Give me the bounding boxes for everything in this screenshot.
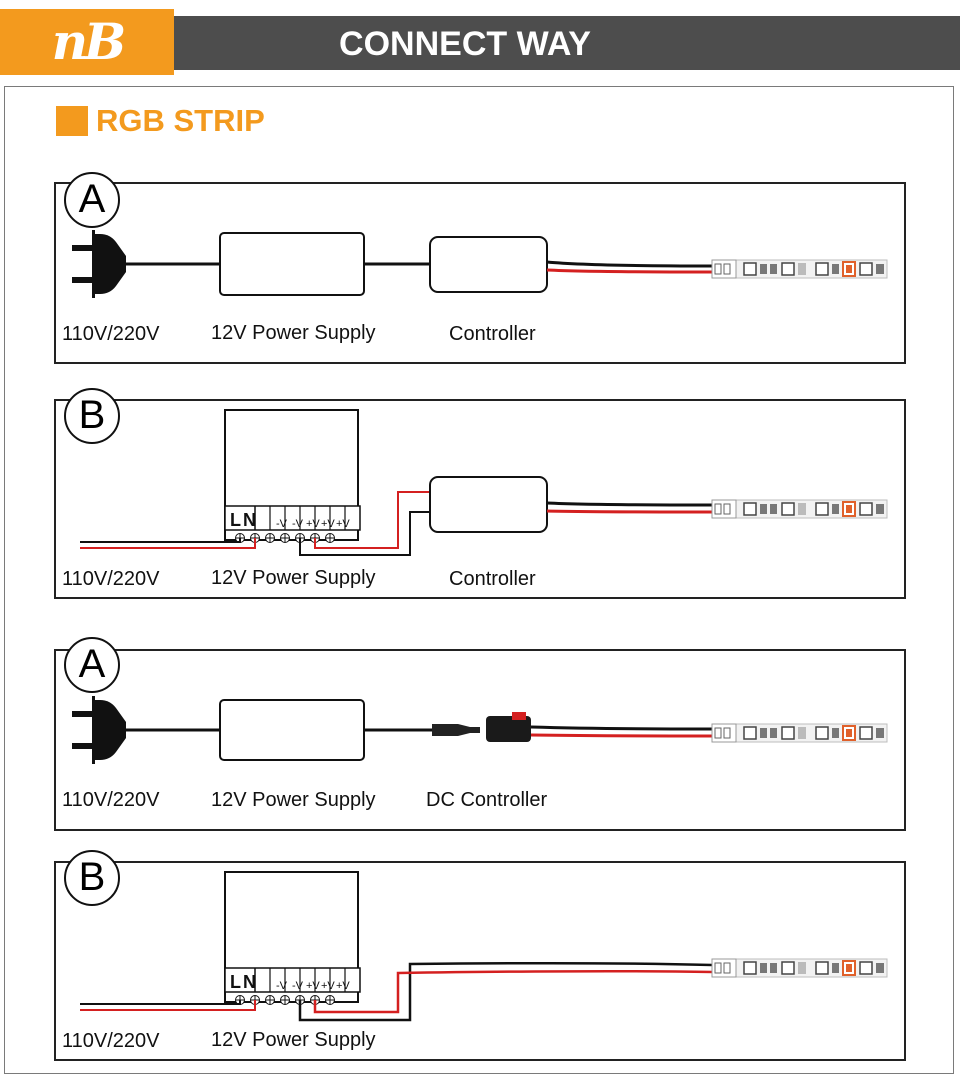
diagram-letter: B (78, 855, 106, 899)
psu-label: 12V Power Supply (211, 1029, 376, 1051)
red-wire (546, 509, 713, 514)
terminal-pos: +V (336, 980, 350, 992)
psu-pos-wire (314, 491, 430, 549)
terminal-neg: -V (276, 518, 287, 530)
black-wire (546, 260, 713, 268)
diagram-b2 (54, 850, 906, 1061)
terminal-neg: -V (292, 518, 303, 530)
mains-red-wire (80, 538, 256, 549)
terminal-neg: -V (276, 980, 287, 992)
mains-label: 110V/220V (62, 323, 160, 345)
dc-female-connector (486, 716, 531, 742)
psu-label: 12V Power Supply (211, 567, 376, 589)
letter-circle (64, 850, 120, 906)
led-strip (711, 723, 888, 743)
mains-label: 110V/220V (62, 789, 160, 811)
led-strip (711, 259, 888, 279)
diagram-a2 (54, 637, 906, 831)
controller-box (429, 236, 548, 293)
power-supply-box (219, 232, 365, 296)
psu-neg-wire (299, 511, 430, 556)
section-title: RGB STRIP (96, 103, 265, 138)
content-frame (4, 86, 954, 1074)
terminal-l: L (230, 510, 241, 530)
diagram-b1 (54, 388, 906, 599)
mains-label: 110V/220V (62, 568, 160, 590)
diagram-letter: A (78, 642, 106, 686)
controller-label: Controller (449, 323, 536, 345)
section-marker (56, 106, 88, 136)
terminal-pos: +V (321, 980, 335, 992)
title-bar (174, 16, 960, 70)
psu-pos-wire (313, 969, 713, 1014)
psu-label: 12V Power Supply (211, 322, 376, 344)
letter-circle (64, 172, 120, 228)
controller-box (429, 476, 548, 533)
terminal-pos: +V (306, 518, 320, 530)
mains-red-wire (80, 1000, 256, 1011)
psu-neg-wire (298, 961, 713, 1022)
black-wire (530, 725, 713, 731)
psu-label: 12V Power Supply (211, 789, 376, 811)
diagram-letter: B (78, 393, 106, 437)
logo (0, 9, 174, 75)
led-strip (711, 499, 888, 519)
terminal-pos: +V (336, 518, 350, 530)
black-wire (546, 501, 713, 507)
controller-label: Controller (449, 568, 536, 590)
letter-circle (64, 637, 120, 693)
diagram-letter: A (78, 177, 106, 221)
mains-black-wire (80, 1000, 241, 1005)
terminal-pos: +V (306, 980, 320, 992)
power-supply-box (219, 699, 365, 761)
page-title: CONNECT WAY (339, 25, 591, 63)
terminal-n: N (243, 510, 256, 530)
header: nB CONNECT WAY (0, 0, 960, 80)
logo-text: nB (51, 12, 127, 71)
red-wire (546, 268, 713, 274)
dc-male-plug (432, 724, 480, 736)
terminal-pos: +V (321, 518, 335, 530)
diagram-a1 (54, 172, 906, 364)
red-wire (530, 733, 713, 738)
letter-circle (64, 388, 120, 444)
mains-label: 110V/220V (62, 1030, 160, 1052)
mains-black-wire (80, 538, 241, 543)
terminal-neg: -V (292, 980, 303, 992)
controller-label: DC Controller (426, 789, 548, 811)
led-strip (711, 958, 888, 978)
terminal-l: L (230, 972, 241, 992)
terminal-n: N (243, 972, 256, 992)
